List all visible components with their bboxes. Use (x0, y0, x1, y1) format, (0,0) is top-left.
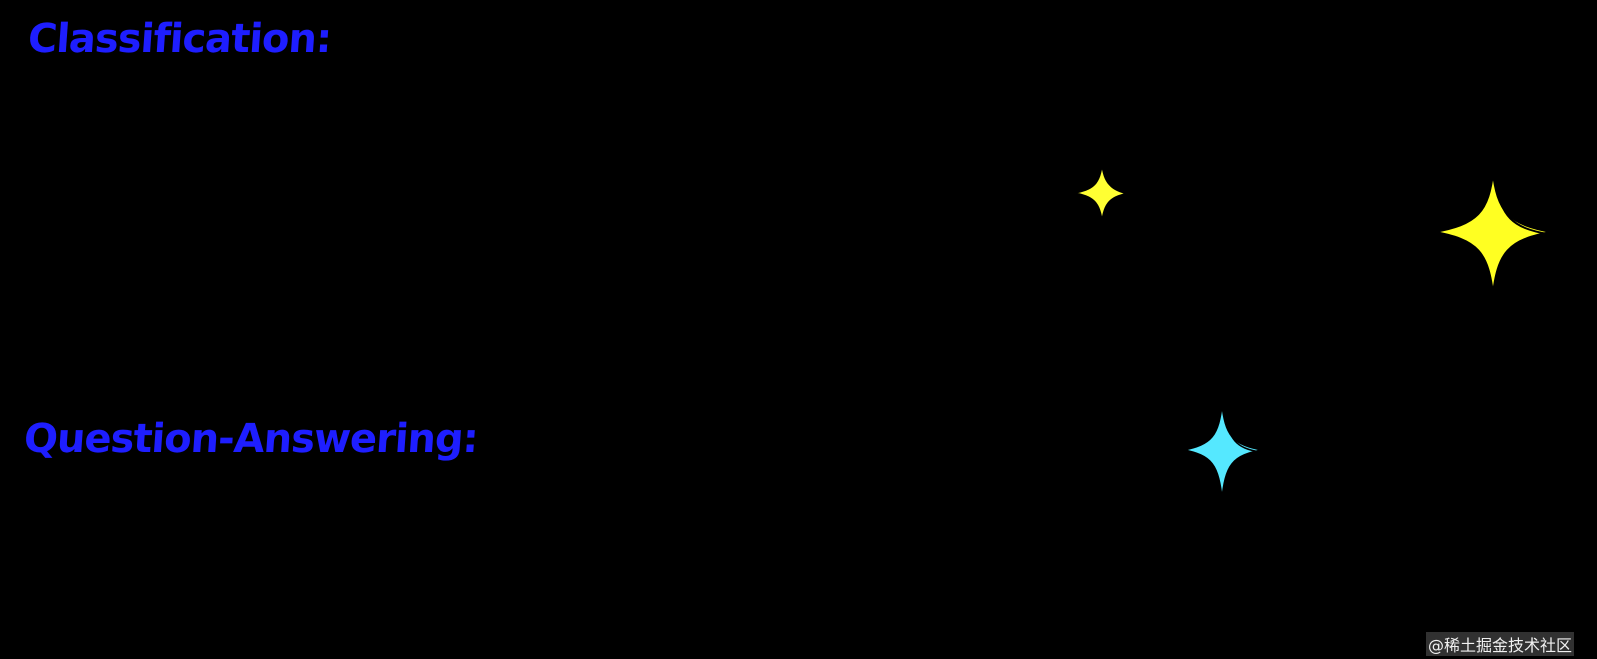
watermark: @稀土掘金技术社区 (1426, 632, 1575, 656)
sparkle-icon (1071, 161, 1133, 225)
sparkle-icon (1181, 401, 1265, 503)
question-answering-label: Question-Answering: (22, 416, 480, 462)
classification-label: Classification: (26, 16, 333, 62)
sparkle-icon (1431, 169, 1555, 299)
